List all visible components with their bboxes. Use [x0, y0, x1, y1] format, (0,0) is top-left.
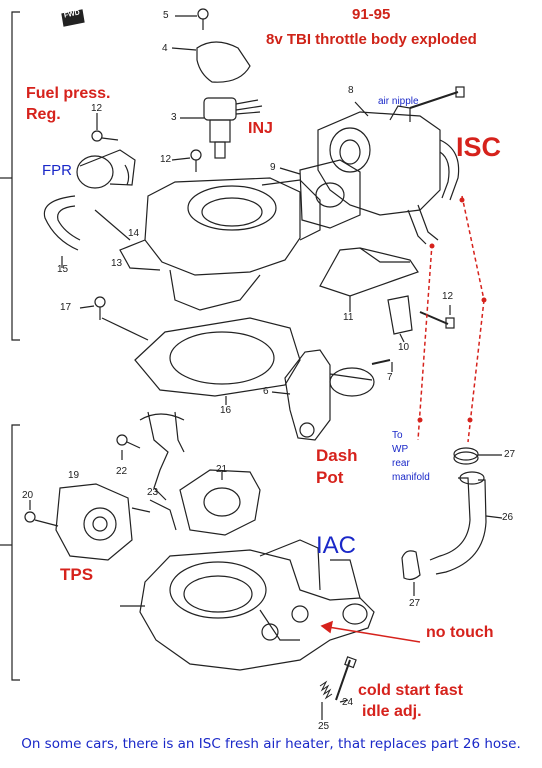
part-number-4: 4	[162, 43, 168, 54]
hose-15-icon	[43, 195, 81, 251]
part-number-11: 11	[343, 312, 354, 323]
callout-manifold: manifold	[392, 472, 430, 483]
part-number-19: 19	[68, 470, 80, 481]
callout-fpr: FPR	[42, 162, 72, 179]
injector-3-icon	[180, 97, 263, 159]
part-number-27a: 27	[504, 449, 516, 460]
hose-26-icon	[429, 471, 503, 575]
screw-12-left-icon	[91, 113, 119, 142]
clamp-27-upper-icon	[453, 447, 502, 465]
screw-7-icon	[371, 359, 393, 372]
part-number-15: 15	[57, 264, 69, 275]
isc-valve-8-icon	[317, 101, 460, 245]
dash-pot-6-icon	[271, 349, 375, 441]
tps-19-icon	[55, 483, 151, 561]
title-years: 91-95	[352, 6, 391, 23]
fwd-arrow-icon	[61, 9, 85, 27]
gasket-21-icon	[179, 469, 261, 536]
lower-group-bracket	[11, 424, 20, 681]
bracket-11-icon	[319, 247, 419, 312]
part-number-22: 22	[116, 466, 128, 477]
part-number-12b: 12	[160, 154, 172, 165]
part-number-10: 10	[398, 342, 410, 353]
part-number-7: 7	[387, 372, 393, 383]
callout-tps: TPS	[60, 565, 94, 584]
callout-wp: WP	[392, 444, 409, 455]
part-number-16: 16	[220, 405, 232, 416]
part-number-14: 14	[128, 228, 140, 239]
callout-pot: Pot	[316, 468, 344, 487]
screw-12-center-icon	[171, 149, 202, 172]
part-number-26: 26	[502, 512, 514, 523]
cold-start-screw-24-icon	[319, 656, 357, 720]
no-touch-arrow-icon	[320, 620, 421, 643]
gasket-16-icon	[134, 317, 301, 405]
part-number-3: 3	[171, 112, 177, 123]
fuel-pressure-regulator-icon	[76, 149, 136, 189]
throttle-lever-23-icon	[139, 411, 185, 531]
screw-17-icon	[79, 296, 149, 341]
callout-dash: Dash	[316, 446, 358, 465]
clip-10-icon	[387, 295, 413, 343]
part-number-20: 20	[22, 490, 34, 501]
screw-20-icon	[24, 500, 59, 527]
screw-22-icon	[116, 434, 141, 460]
throttle-body-upper-icon	[119, 177, 321, 311]
part-number-5: 5	[163, 10, 169, 21]
screw-5-icon	[175, 8, 209, 30]
part-number-9: 9	[270, 162, 276, 173]
clamp-27-lower-icon	[401, 550, 421, 596]
part-number-25: 25	[318, 721, 330, 732]
throttle-body-lower-icon	[120, 539, 375, 671]
callout-rear: rear	[392, 458, 410, 469]
part-number-13: 13	[111, 258, 123, 269]
callout-cold-start: cold start fast	[358, 682, 463, 699]
part-number-12c: 12	[442, 291, 454, 302]
callout-idle-adj: idle adj.	[362, 703, 422, 720]
gasket-9-icon	[279, 159, 361, 229]
callout-fuel-press: Fuel press.	[26, 85, 111, 102]
screw-12-right-icon	[419, 305, 455, 329]
callout-air-nipple: air nipple	[378, 96, 419, 107]
exploded-view-drawing	[0, 8, 503, 720]
part-number-27b: 27	[409, 598, 421, 609]
callout-no-touch: no touch	[426, 624, 494, 641]
callout-isc: ISC	[456, 132, 502, 162]
part-number-6: 6	[263, 386, 269, 397]
part-number-21: 21	[216, 464, 228, 475]
part-number-23: 23	[147, 487, 159, 498]
part-number-17: 17	[60, 302, 72, 313]
footer-note: On some cars, there is an ISC fresh air …	[21, 736, 521, 752]
callout-inj: INJ	[248, 120, 273, 137]
upper-group-bracket	[11, 11, 20, 341]
part-number-12a: 12	[91, 103, 103, 114]
injector-cover-4-icon	[171, 41, 251, 83]
callout-to: To	[392, 430, 403, 441]
part-number-24: 24	[342, 697, 354, 708]
vacuum-routing-lines	[417, 195, 485, 443]
part-number-8: 8	[348, 85, 354, 96]
title-main: 8v TBI throttle body exploded	[266, 31, 477, 48]
callout-iac: IAC	[316, 532, 357, 559]
screw-8-top-icon	[409, 86, 465, 109]
callout-reg: Reg.	[26, 106, 61, 123]
